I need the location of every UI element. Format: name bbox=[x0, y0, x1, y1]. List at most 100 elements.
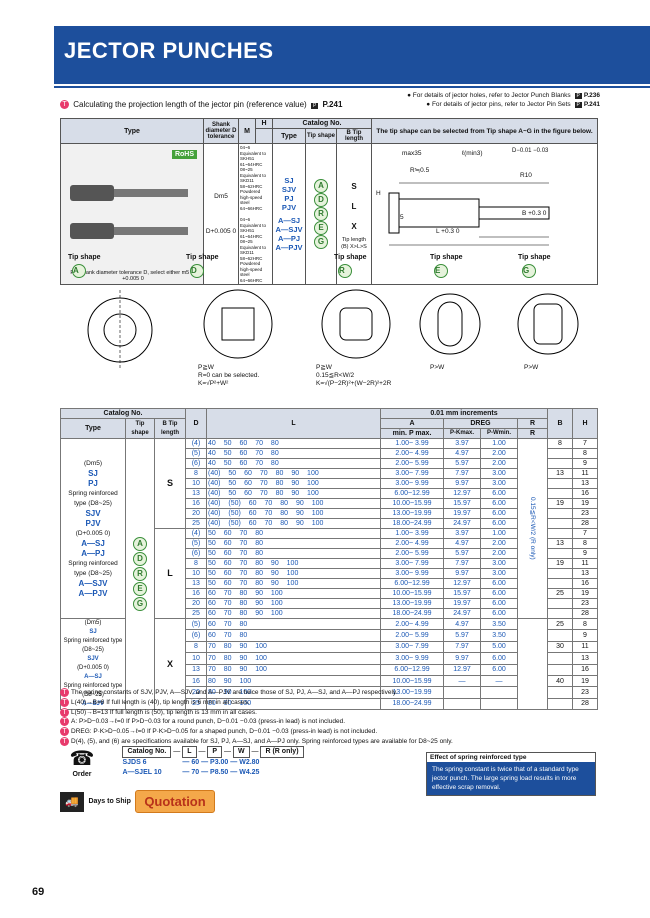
material-2: 04~6 Equivalent to SKH51 61~64HRC 08~25 … bbox=[240, 217, 267, 283]
cell-pk: 7.97 bbox=[443, 558, 481, 569]
cell-pk: 15.97 bbox=[443, 498, 481, 509]
cell-b bbox=[547, 568, 573, 579]
cell-b bbox=[547, 528, 573, 539]
cell-d: 16 bbox=[185, 588, 207, 599]
mt-catalog-header: Catalog No. bbox=[60, 408, 186, 419]
calc-text: Calculating the projection length of the… bbox=[73, 100, 307, 109]
tip-shape-cell: A D R E G bbox=[305, 143, 337, 285]
cell-h: 23 bbox=[572, 508, 598, 519]
cell-pw: 2.00 bbox=[480, 538, 518, 549]
cell-d: (5) bbox=[185, 448, 207, 459]
cell-pk: 5.97 bbox=[443, 629, 481, 642]
spec-table: Type Shank diameter D tolerance M H Cata… bbox=[60, 118, 598, 285]
cell-l: (40) 50 60 70 80 90 100 bbox=[206, 468, 381, 479]
cell-b: 40 bbox=[547, 674, 573, 688]
cell-pmin: 18.00~24.99 bbox=[380, 697, 444, 711]
cell-h: 8 bbox=[572, 617, 598, 631]
cell-b: 19 bbox=[547, 558, 573, 569]
title-bar bbox=[54, 26, 650, 84]
cell-h: 7 bbox=[572, 528, 598, 539]
order-example: Catalog No. — L — P — W — R (R only) SJD… bbox=[122, 746, 304, 778]
cell-l: 50 60 70 80 bbox=[206, 548, 381, 559]
quotation-badge[interactable]: Quotation bbox=[135, 790, 215, 813]
cell-b: 13 bbox=[547, 538, 573, 549]
cell-pk: 4.97 bbox=[443, 538, 481, 549]
cell-b: 19 bbox=[547, 498, 573, 509]
cell-b bbox=[547, 652, 573, 665]
cell-h: 23 bbox=[572, 686, 598, 699]
cell-pmin: 1.00~ 3.99 bbox=[380, 528, 444, 539]
cell-pw: 2.00 bbox=[480, 458, 518, 469]
cell-l: (40) 50 60 70 80 90 100 bbox=[206, 488, 381, 499]
cell-pw: 3.50 bbox=[480, 617, 518, 631]
cell-pw: 3.00 bbox=[480, 568, 518, 579]
cell-d: 10 bbox=[185, 568, 207, 579]
cell-b bbox=[547, 663, 573, 676]
cell-pmin: 18.00~24.99 bbox=[380, 608, 444, 619]
cell-d: 8 bbox=[185, 640, 207, 654]
cell-b bbox=[547, 478, 573, 489]
cell-pw: 2.00 bbox=[480, 548, 518, 559]
shank-tol-cell: Dm5 D+0.005 0 bbox=[203, 143, 239, 285]
r-empty bbox=[517, 618, 548, 710]
cell-pmin: 2.00~ 4.99 bbox=[380, 538, 444, 549]
cell-pk: — bbox=[443, 674, 481, 688]
cell-b bbox=[547, 458, 573, 469]
cell-h: 28 bbox=[572, 518, 598, 529]
cell-l: 50 60 70 80 90 100 bbox=[206, 558, 381, 569]
cell-pmin: 10.00~15.99 bbox=[380, 498, 444, 509]
cell-l: 40 50 60 70 80 bbox=[206, 438, 381, 449]
cell-pw: 6.00 bbox=[480, 663, 518, 676]
cell-pw: 2.00 bbox=[480, 448, 518, 459]
cell-h: 16 bbox=[572, 488, 598, 499]
cell-pk: 24.97 bbox=[443, 518, 481, 529]
cell-l: 50 60 70 80 90 100 bbox=[206, 578, 381, 589]
mt-pwmin-header: P-Wmin. bbox=[480, 428, 518, 439]
cell-l: 80 90 100 bbox=[206, 697, 381, 711]
phone-icon: ☎ bbox=[69, 748, 95, 770]
dimension-diagram-cell: max35 ℓ(min3) D−0.01 −0.03 R≒0.5 R10 B +… bbox=[371, 143, 598, 285]
cell-b: 25 bbox=[547, 588, 573, 599]
cell-pk: 4.97 bbox=[443, 617, 481, 631]
cell-pk: 12.97 bbox=[443, 663, 481, 676]
cell-pk: 7.97 bbox=[443, 468, 481, 479]
cell-pw: 5.00 bbox=[480, 640, 518, 654]
cell-pmin: 2.00~ 5.99 bbox=[380, 458, 444, 469]
cell-d: 13 bbox=[185, 488, 207, 499]
cell-pw: 6.00 bbox=[480, 588, 518, 599]
effect-box: Effect of spring reinforced type The spr… bbox=[426, 752, 596, 796]
cell-pk: 15.97 bbox=[443, 588, 481, 599]
mt-tiplength-header: B Tip length bbox=[154, 418, 186, 439]
col-tip-select: The tip shape can be selected from Tip s… bbox=[371, 118, 598, 144]
cell-l: 50 60 70 80 90 100 bbox=[206, 568, 381, 579]
mt-r-header: R bbox=[517, 418, 548, 429]
mt-tipshape-header: Tip shape bbox=[125, 418, 155, 439]
cell-pk: 12.97 bbox=[443, 578, 481, 589]
cell-l: 60 70 80 bbox=[206, 617, 381, 631]
cell-h: 11 bbox=[572, 640, 598, 654]
cell-d: (6) bbox=[185, 629, 207, 642]
cell-pk: 4.97 bbox=[443, 448, 481, 459]
order-label-block: ☎ Order bbox=[60, 746, 104, 778]
mt-b-header: B bbox=[547, 408, 573, 439]
header-rule bbox=[54, 86, 650, 88]
cell-l: 80 90 100 bbox=[206, 674, 381, 688]
cell-l: 40 50 60 70 80 bbox=[206, 458, 381, 469]
order-label: Order bbox=[72, 771, 92, 778]
mt-h-header: H bbox=[572, 408, 598, 439]
cell-l: (40) (50) 60 70 80 90 100 bbox=[206, 508, 381, 519]
cell-pmin: 3.00~ 7.99 bbox=[380, 468, 444, 479]
ref-jector-pins: ● For details of jector pins, refer to J… bbox=[426, 101, 600, 108]
cell-pw: 3.50 bbox=[480, 629, 518, 642]
cell-pmin: 6.00~12.99 bbox=[380, 578, 444, 589]
page-ref-icon: P bbox=[310, 103, 319, 109]
cell-d: (5) bbox=[185, 617, 207, 631]
